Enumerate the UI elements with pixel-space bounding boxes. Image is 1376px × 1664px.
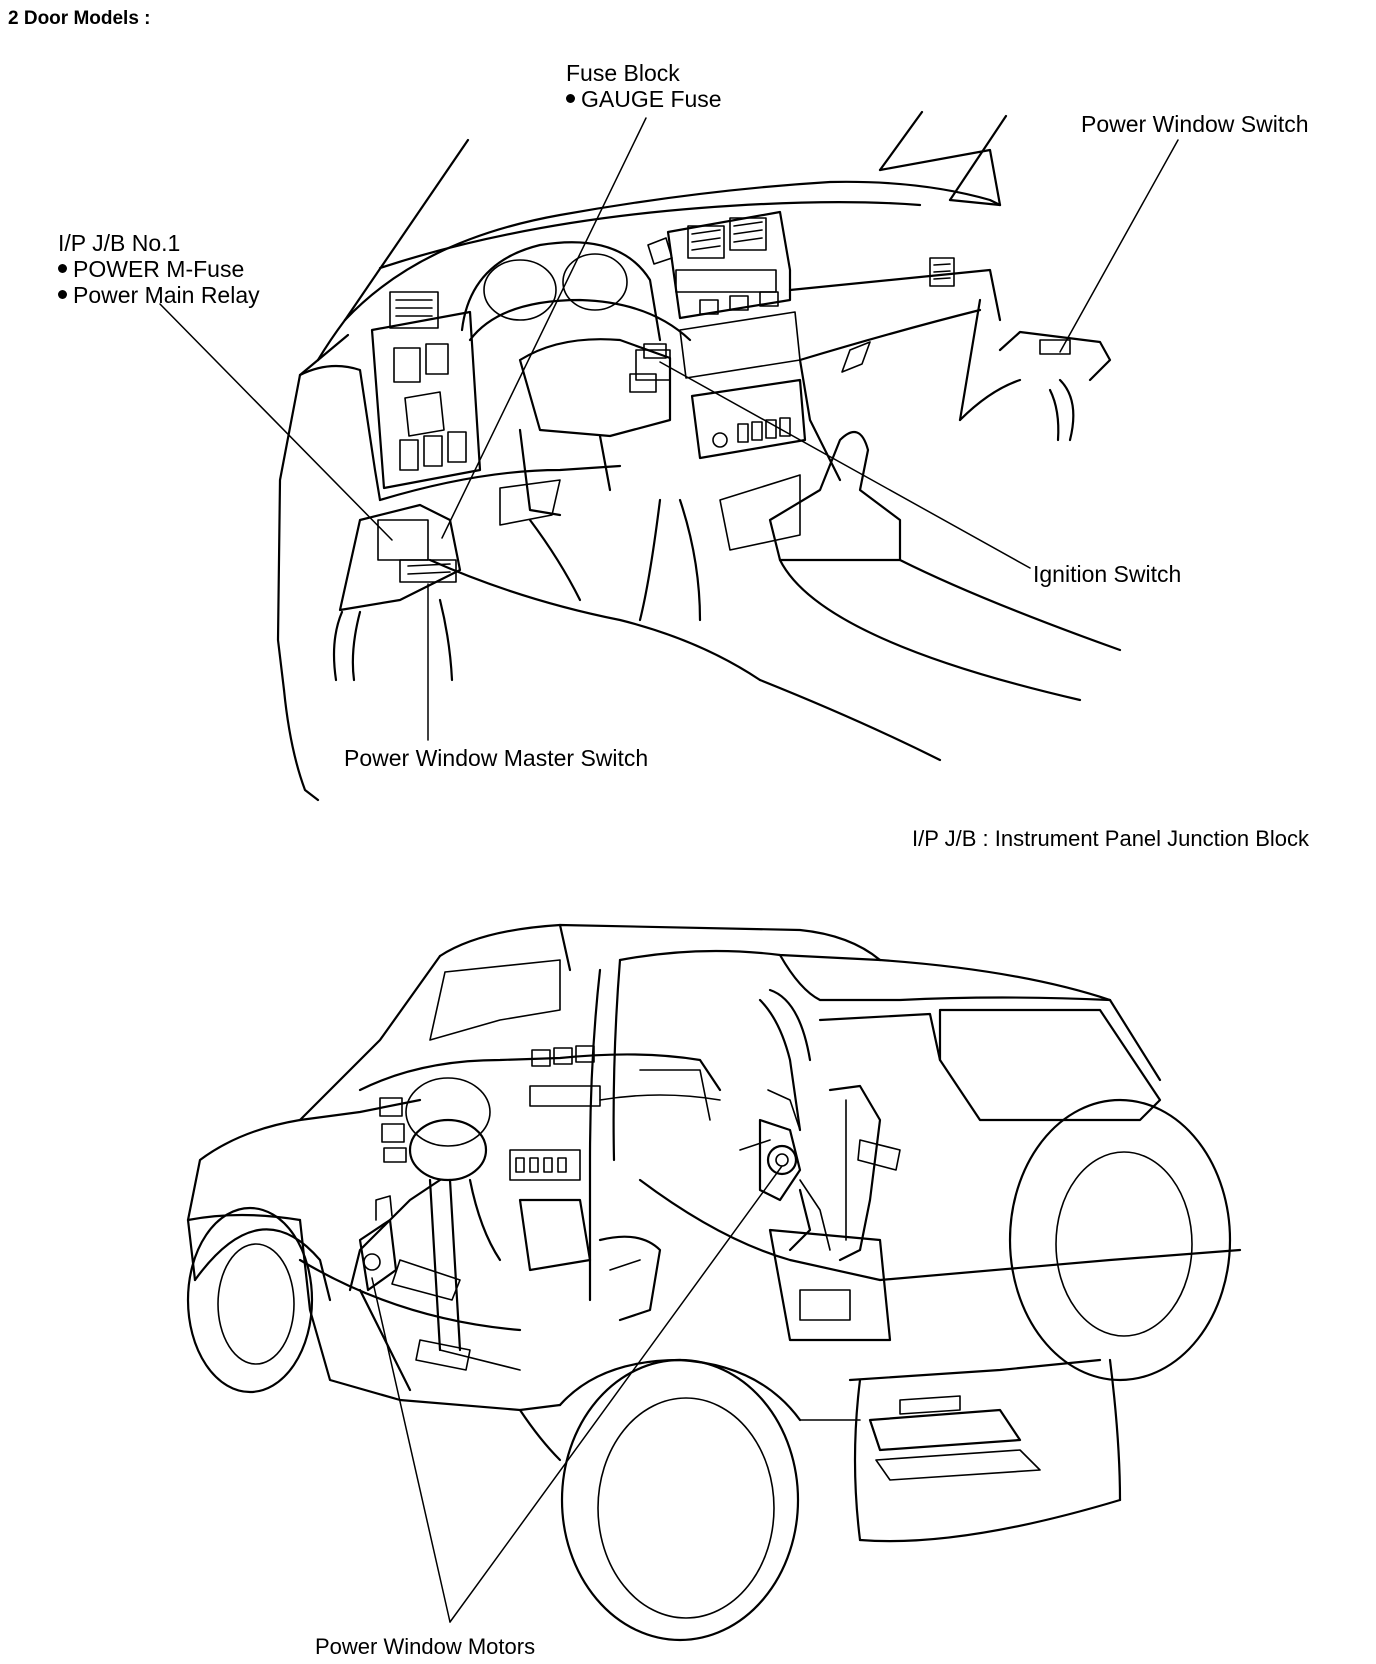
motors-leader-lines — [371, 1165, 783, 1623]
page-heading: 2 Door Models : — [8, 8, 151, 29]
label-power-window-master-switch: Power Window Master Switch — [344, 745, 649, 771]
label-power-m-fuse-text: POWER M-Fuse — [73, 256, 245, 282]
label-abbreviation-note: I/P J/B : Instrument Panel Junction Bloc… — [912, 826, 1310, 851]
bullet-icon — [566, 94, 575, 104]
label-fuse-block: Fuse Block — [566, 60, 680, 86]
label-gauge-fuse-text: GAUGE Fuse — [581, 86, 722, 112]
label-power-window-switch: Power Window Switch — [1081, 111, 1309, 137]
label-ignition-switch: Ignition Switch — [1033, 561, 1182, 587]
label-ip-jb-no1: I/P J/B No.1 — [58, 230, 181, 256]
label-power-main-relay: Power Main Relay — [58, 282, 260, 308]
label-gauge-fuse: GAUGE Fuse — [566, 86, 722, 112]
label-power-window-motors: Power Window Motors — [315, 1634, 536, 1659]
bullet-icon — [58, 264, 67, 274]
vehicle-illustration — [186, 923, 1242, 1642]
bullet-icon — [58, 290, 67, 300]
dashboard-leader-lines — [159, 117, 1179, 741]
label-power-main-relay-text: Power Main Relay — [73, 282, 260, 308]
dashboard-illustration — [276, 110, 1122, 802]
label-power-m-fuse: POWER M-Fuse — [58, 256, 244, 282]
